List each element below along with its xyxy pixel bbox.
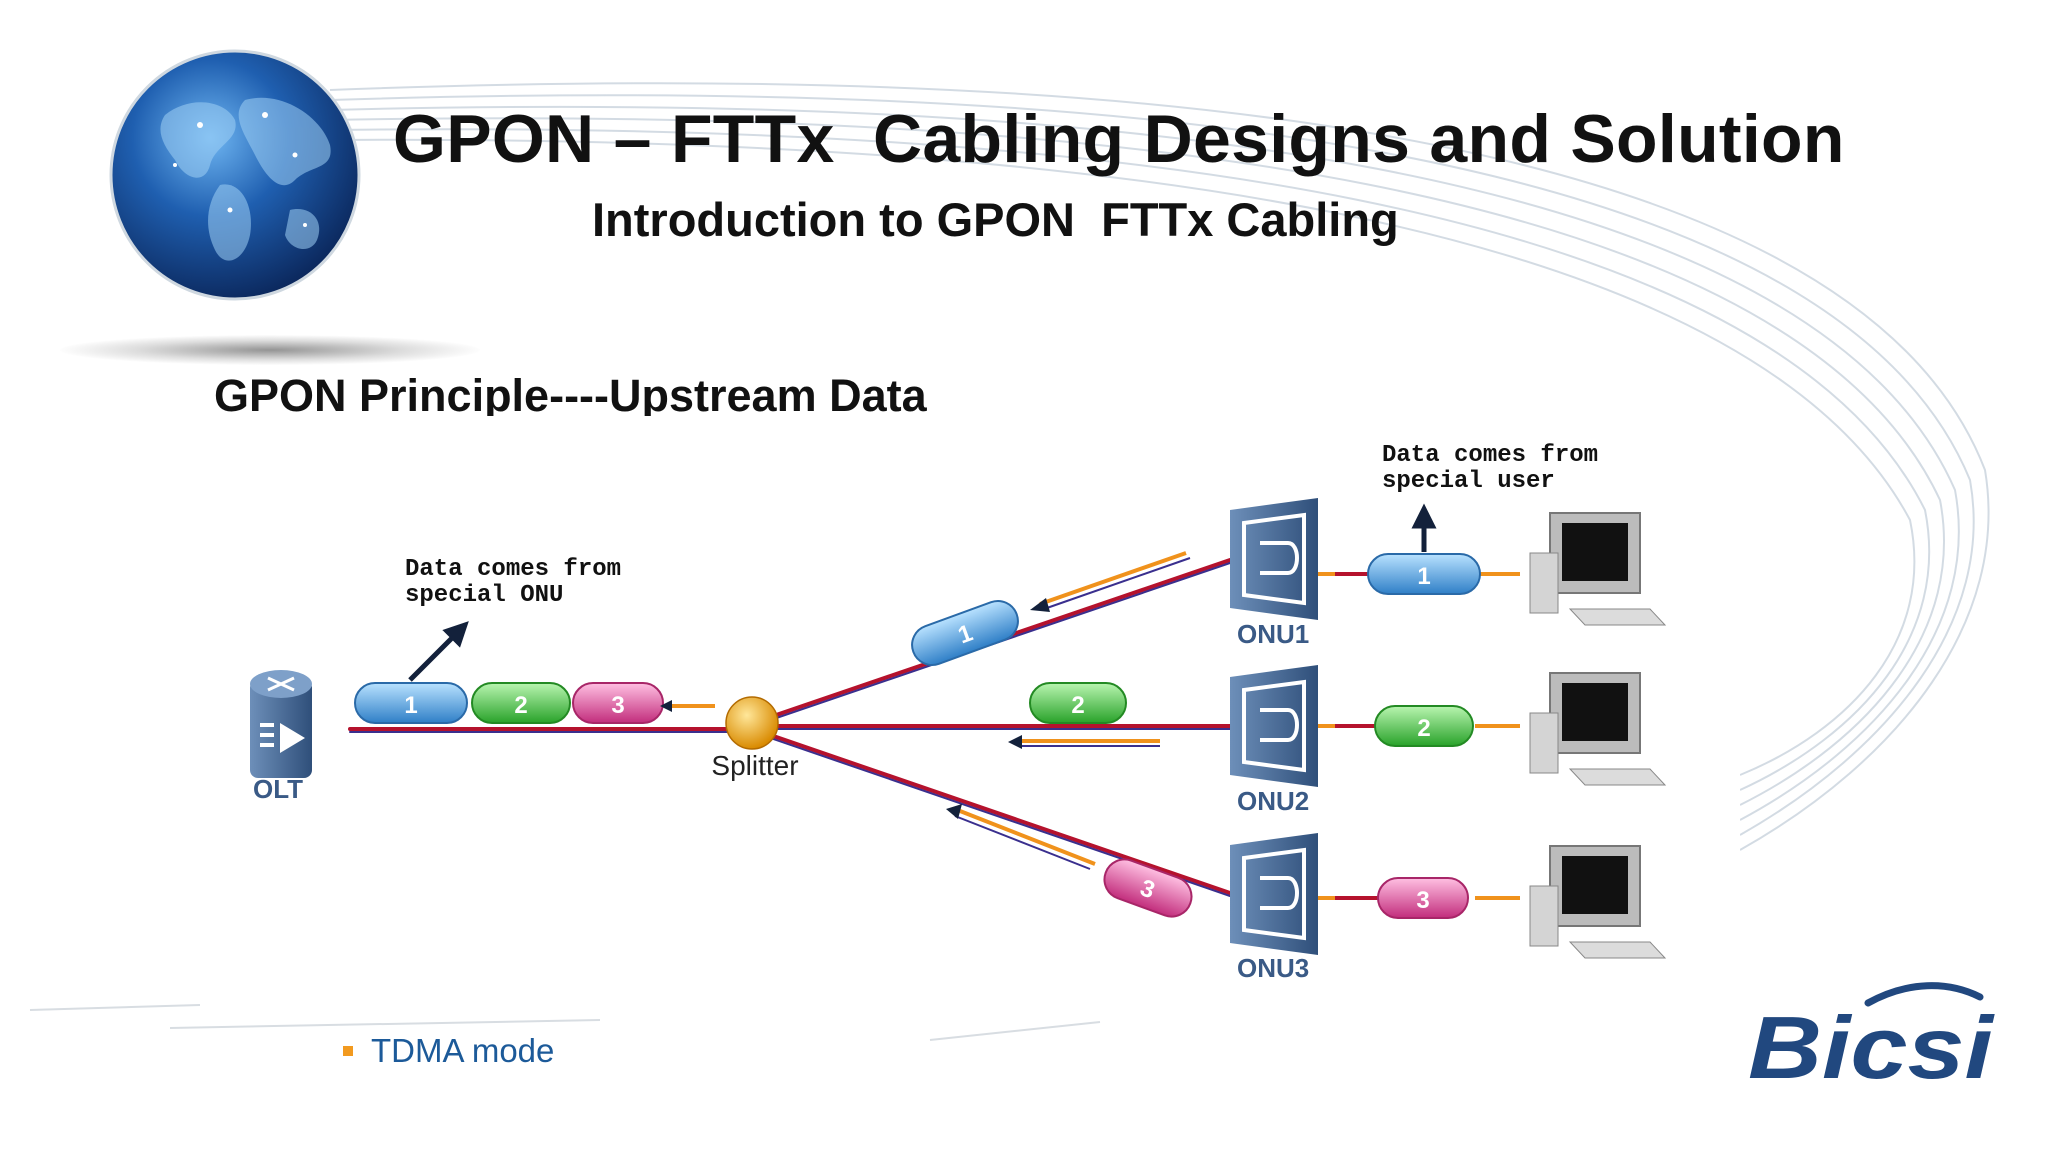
splitter-icon bbox=[725, 696, 779, 750]
user-packet-2: 2 bbox=[1374, 705, 1474, 747]
svg-text:3: 3 bbox=[611, 692, 624, 719]
onu2-label: ONU2 bbox=[1237, 786, 1309, 816]
onu1-label: ONU1 bbox=[1237, 619, 1309, 649]
annotation-onu-line-1: Data comes from bbox=[405, 556, 621, 583]
section-heading: GPON Principle----Upstream Data bbox=[214, 370, 927, 416]
logo-text: Bicsi bbox=[1748, 998, 1995, 1095]
bullet-text: TDMA mode bbox=[371, 1032, 555, 1069]
onu3-label: ONU3 bbox=[1237, 953, 1309, 983]
olt-device-icon bbox=[250, 670, 312, 778]
svg-text:1: 1 bbox=[1417, 563, 1430, 590]
branch-packet-3: 3 bbox=[1103, 858, 1193, 918]
slide-subtitle: Introduction to GPON FTTx Cabling bbox=[592, 193, 1399, 246]
svg-text:2: 2 bbox=[1417, 715, 1430, 742]
branch-packet-2: 2 bbox=[1029, 682, 1127, 724]
onu1-device-icon bbox=[1230, 498, 1318, 620]
svg-text:3: 3 bbox=[1416, 887, 1429, 914]
olt-packet-1: 1 bbox=[354, 682, 468, 724]
svg-text:2: 2 bbox=[1071, 692, 1084, 719]
bullet-marker bbox=[343, 1046, 353, 1056]
olt-label: OLT bbox=[253, 774, 303, 804]
annotation-onu-line-2: special ONU bbox=[405, 582, 563, 609]
branch-packet-1: 1 bbox=[911, 600, 1019, 666]
onu3-device-icon bbox=[1230, 833, 1318, 955]
annotation-user-line-1: Data comes from bbox=[1382, 442, 1598, 469]
splitter-label: Splitter bbox=[711, 750, 798, 781]
computer-1-icon bbox=[1529, 512, 1667, 626]
slide-title: GPON – FTTx Cabling Designs and Solution bbox=[393, 101, 1845, 177]
olt-packet-2: 2 bbox=[471, 682, 571, 724]
svg-text:1: 1 bbox=[404, 692, 417, 719]
globe-icon bbox=[109, 49, 361, 301]
bicsi-logo: Bicsi bbox=[1748, 982, 1995, 1095]
upstream-arrows bbox=[660, 551, 1520, 900]
computer-3-icon bbox=[1529, 845, 1667, 959]
globe-shadow bbox=[60, 335, 480, 365]
olt-packet-3: 3 bbox=[572, 682, 664, 724]
user-packet-3: 3 bbox=[1377, 877, 1469, 919]
computer-2-icon bbox=[1529, 672, 1667, 786]
onu2-device-icon bbox=[1230, 665, 1318, 787]
bullet-item: TDMA mode bbox=[343, 1032, 554, 1070]
svg-text:2: 2 bbox=[514, 692, 527, 719]
gpon-upstream-diagram: OLT 1 2 3 Data comes from special ONU Sp… bbox=[250, 442, 1667, 983]
annotation-user-line-2: special user bbox=[1382, 468, 1555, 495]
olt-annotation-arrow bbox=[408, 621, 469, 682]
user-packet-1: 1 bbox=[1367, 553, 1481, 595]
